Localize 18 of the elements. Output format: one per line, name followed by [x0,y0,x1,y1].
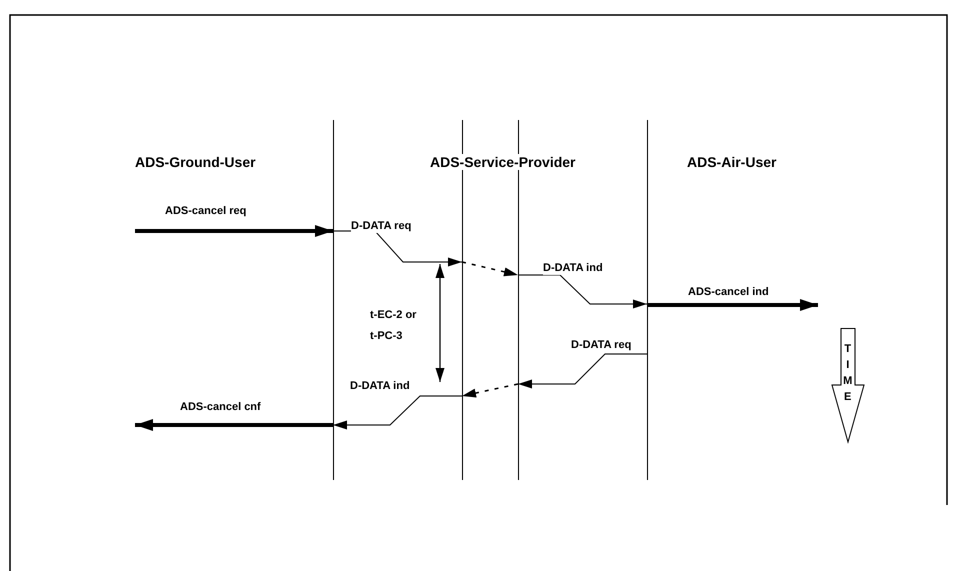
lifeline-heading: ADS-Ground-User [135,154,256,170]
arrow [518,274,648,308]
dashed-arrow [462,383,518,398]
arrow [332,396,462,430]
lifeline [332,120,334,480]
lifeline-heading: ADS-Air-User [687,154,776,170]
thick-arrow [647,299,818,311]
lifeline [646,120,648,480]
thick-arrow [135,225,333,237]
edge-label: D-DATA req [351,220,412,233]
time-label: TIME [843,342,852,405]
edge-label: D-DATA ind [543,262,603,275]
edge-label: D-DATA req [571,339,632,352]
lifeline-heading: ADS-Service-Provider [430,154,576,170]
arrow [518,354,648,388]
thick-arrow [135,419,333,431]
dashed-arrow [462,261,518,276]
edge-label: ADS-cancel req [165,205,246,218]
